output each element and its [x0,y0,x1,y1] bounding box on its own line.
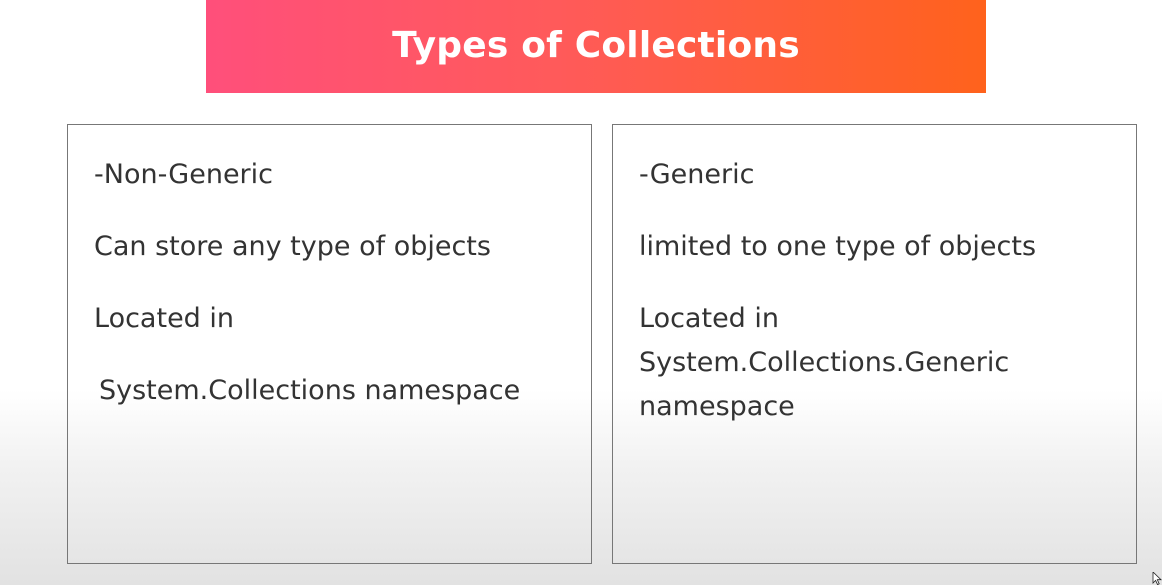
slide-title: Types of Collections [392,24,800,66]
non-generic-card: -Non-Generic Can store any type of objec… [67,124,592,564]
title-banner: Types of Collections [206,0,986,93]
card-heading: -Generic [639,159,755,190]
card-description: limited to one type of objects [639,231,1037,262]
card-location-label: Located in [639,303,780,334]
mouse-pointer-icon [1152,572,1162,585]
generic-card: -Generic limited to one type of objects … [612,124,1137,564]
card-description: Can store any type of objects [94,231,491,262]
card-namespace: System.Collections namespace [99,375,521,406]
card-location-label: Located in [94,303,235,334]
card-heading: -Non-Generic [94,159,274,190]
card-namespace-suffix: namespace [639,391,795,422]
card-namespace: System.Collections.Generic [639,347,1010,378]
